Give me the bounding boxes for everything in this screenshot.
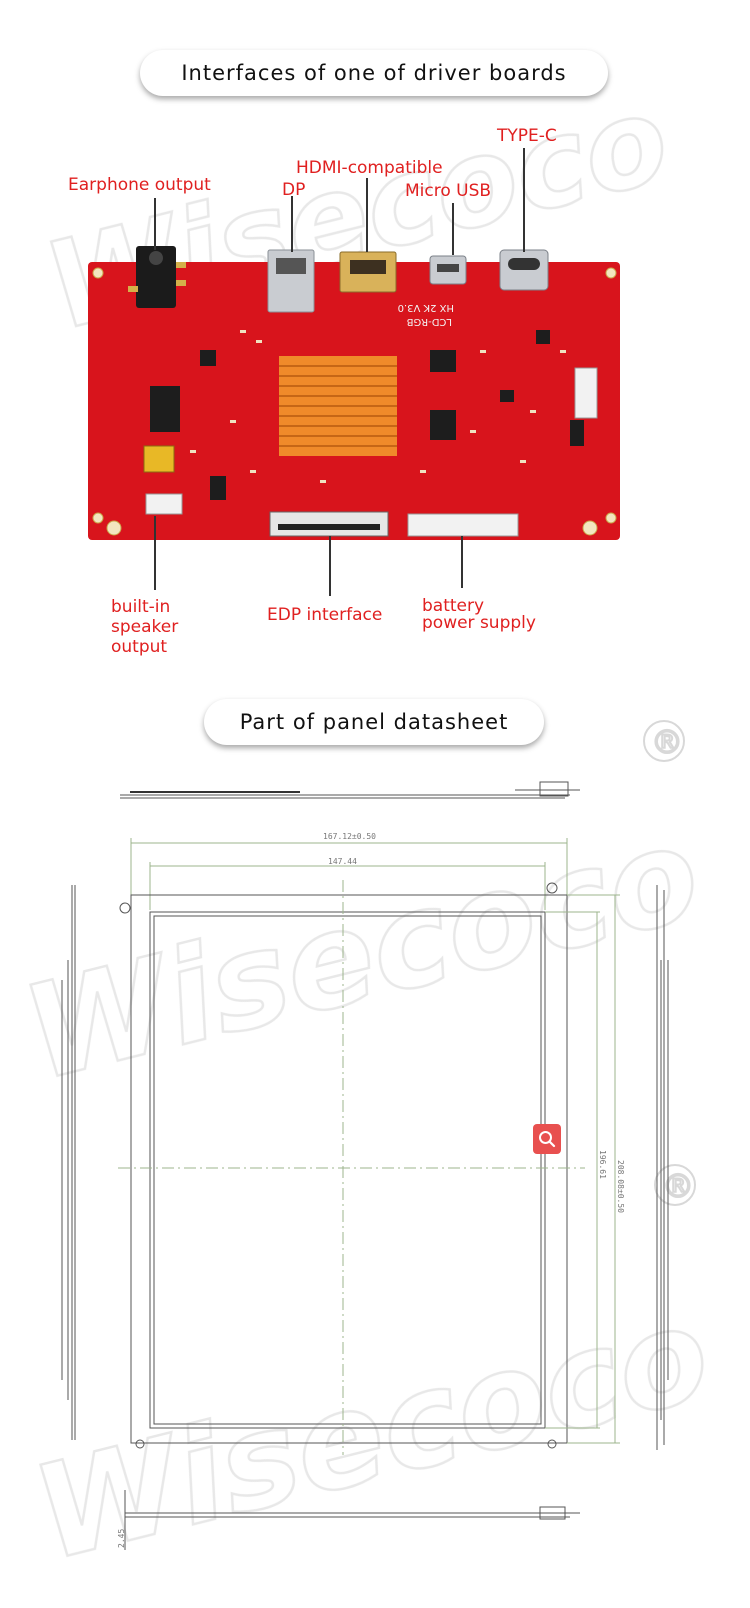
label-speaker-output: built-in speaker output xyxy=(111,597,178,657)
registered-mark: ® xyxy=(651,723,683,761)
dim-text-thickness: 2.45 xyxy=(117,1529,126,1548)
leader-micro-usb xyxy=(452,203,454,255)
left-side-profile xyxy=(61,885,76,1440)
jack-pin xyxy=(176,262,186,268)
section-title-datasheet: Part of panel datasheet xyxy=(204,699,544,745)
label-type-c: TYPE-C xyxy=(497,126,557,146)
label-line: battery xyxy=(422,596,485,616)
mount-hole xyxy=(605,512,617,524)
panel-outline xyxy=(119,882,568,1449)
zoom-button[interactable] xyxy=(533,1124,561,1154)
battery-connector xyxy=(407,513,519,537)
earphone-jack-port xyxy=(149,251,163,265)
leader-dp xyxy=(291,196,293,252)
section-title-text: Part of panel datasheet xyxy=(239,710,509,734)
zoom-icon xyxy=(539,1131,556,1148)
leader-type-c xyxy=(523,148,525,252)
edp-connector-slot xyxy=(278,524,380,530)
jack-pin xyxy=(176,280,186,286)
board-model-label: HX 2K V3.0 xyxy=(398,302,454,313)
mount-hole xyxy=(605,267,617,279)
bottom-side-profile xyxy=(124,1490,580,1550)
mount-hole xyxy=(92,512,104,524)
label-line: built-in xyxy=(111,597,171,617)
dim-text-active-width: 147.44 xyxy=(328,857,357,866)
label-hdmi: HDMI-compatible xyxy=(296,158,443,178)
dim-heights xyxy=(545,894,620,1444)
micro-usb-opening xyxy=(437,264,459,272)
mount-hole xyxy=(582,520,598,536)
dim-text-active-height: 196.61 xyxy=(598,1150,607,1179)
center-lines xyxy=(118,880,585,1455)
section-title-text: Interfaces of one of driver boards xyxy=(181,61,567,85)
mount-hole xyxy=(92,267,104,279)
leader-earphone xyxy=(154,198,156,250)
label-line: speaker xyxy=(111,617,179,637)
ic-chips xyxy=(150,330,584,500)
jack-pin xyxy=(128,286,138,292)
label-edp-interface: EDP interface xyxy=(267,605,383,625)
label-battery-power: battery power supply xyxy=(422,598,536,632)
board-model-label: LCD-RGB xyxy=(406,316,452,327)
leader-speaker xyxy=(154,516,156,590)
dim-outer-width xyxy=(130,838,568,900)
fpc-connector xyxy=(574,367,598,419)
mount-hole xyxy=(106,520,122,536)
speaker-connector xyxy=(145,493,183,515)
leader-battery xyxy=(461,536,463,588)
leader-hdmi xyxy=(366,178,368,252)
hdmi-port-opening xyxy=(350,260,386,274)
label-line: output xyxy=(111,637,168,657)
section-title-interfaces: Interfaces of one of driver boards xyxy=(140,50,608,96)
label-earphone-output: Earphone output xyxy=(68,175,211,195)
type-c-opening xyxy=(508,258,540,270)
tantalum-capacitor xyxy=(143,445,175,473)
label-dp: DP xyxy=(282,180,306,200)
registered-mark: ® xyxy=(662,1167,694,1205)
dim-active-width xyxy=(149,862,546,910)
leader-edp xyxy=(329,536,331,596)
right-side-profile xyxy=(656,885,669,1450)
label-micro-usb: Micro USB xyxy=(405,181,492,201)
label-line: power supply xyxy=(422,613,536,633)
dp-port-opening xyxy=(276,258,306,274)
earphone-jack xyxy=(136,246,176,308)
driver-board-illustration: HX 2K V3.0 LCD-RGB xyxy=(88,246,620,540)
heatsink xyxy=(279,356,397,456)
top-side-profile xyxy=(120,781,580,799)
dim-text-outer-height: 208.08±0.50 xyxy=(616,1160,625,1213)
dim-text-outer-width: 167.12±0.50 xyxy=(323,832,376,841)
